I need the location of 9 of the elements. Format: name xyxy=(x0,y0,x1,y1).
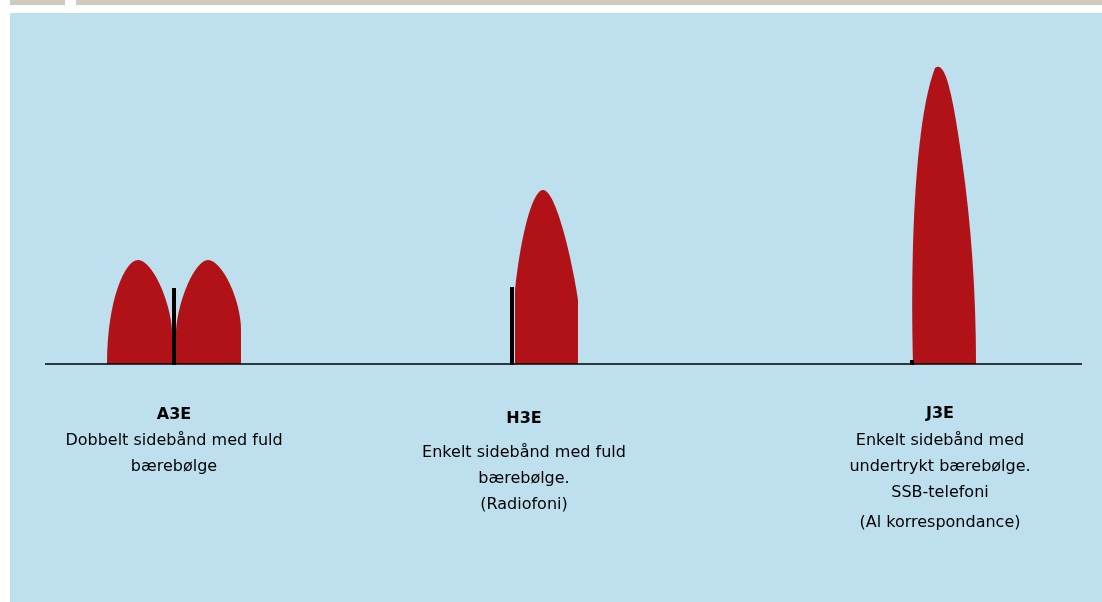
mode-description: Enkelt sidebånd med fuld bærebølge. xyxy=(421,441,627,489)
mode-description: Enkelt sidebånd med undertrykt bærebølge. xyxy=(848,429,1032,477)
mode-heading: A3E xyxy=(155,403,193,425)
mode-description: SSB-telefoni xyxy=(890,481,990,503)
mode-heading: J3E xyxy=(924,402,955,424)
mode-heading: H3E xyxy=(505,407,543,429)
mode-description: (Al korrespondance) xyxy=(858,511,1022,533)
mode-description: (Radiofoni) xyxy=(479,493,569,515)
mode-description: Dobbelt sidebånd med fuld bærebølge xyxy=(64,429,284,477)
